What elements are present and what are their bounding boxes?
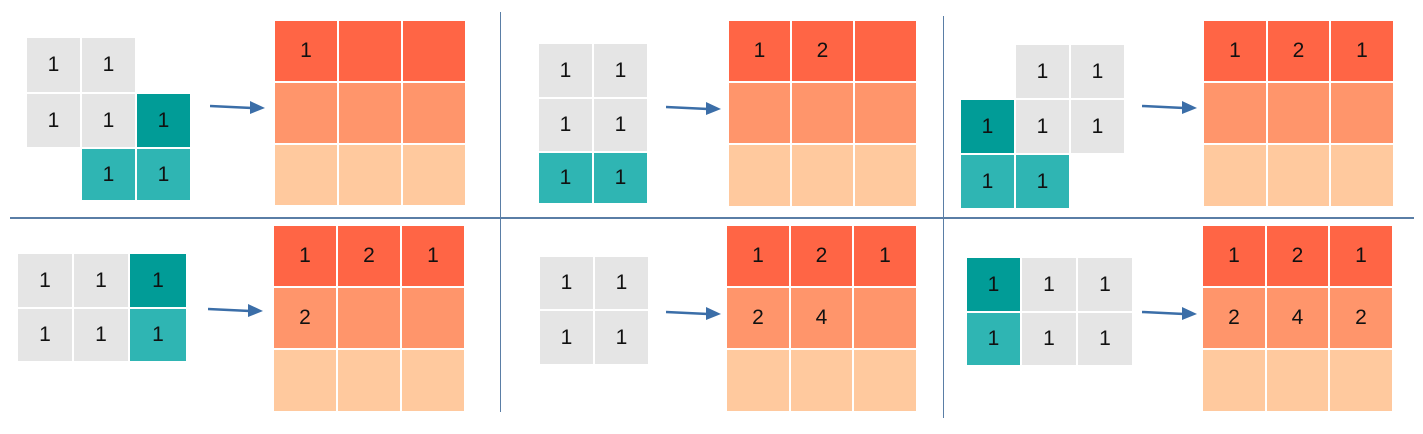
output-cell: 2 — [1329, 287, 1393, 349]
output-cell — [274, 82, 338, 144]
output-cell — [854, 82, 917, 144]
kernel-cell: 1 — [594, 310, 649, 365]
output-cell: 4 — [1266, 287, 1329, 349]
output-cell — [854, 144, 917, 207]
kernel-cell: 1 — [594, 256, 649, 310]
output-cell — [728, 144, 791, 207]
output-cell — [1203, 144, 1267, 207]
kernel-cell: 1 — [26, 37, 81, 93]
output-cell: 2 — [1267, 20, 1330, 82]
kernel-cell: 1 — [81, 93, 136, 148]
horizontal-divider — [10, 217, 1414, 219]
output-cell — [1266, 349, 1329, 412]
output-cell: 1 — [1330, 20, 1394, 82]
output-cell — [402, 82, 466, 144]
kernel-cell: 1 — [538, 98, 593, 152]
output-cell: 2 — [273, 287, 337, 349]
output-cell — [1330, 144, 1394, 207]
output-cell: 2 — [337, 225, 401, 287]
vertical-divider-left — [500, 12, 501, 412]
kernel-cell-teal: 1 — [966, 257, 1021, 312]
output-cell — [1329, 349, 1393, 412]
output-cell: 2 — [790, 225, 853, 287]
kernel-cell-teal: 1 — [538, 152, 593, 204]
kernel-cell: 1 — [1077, 257, 1133, 312]
output-cell — [338, 82, 402, 144]
kernel-cell-teal: 1 — [593, 152, 648, 204]
kernel-cell: 1 — [1015, 99, 1070, 154]
kernel-cell: 1 — [1077, 312, 1133, 366]
kernel-cell: 1 — [1015, 44, 1070, 99]
output-cell — [854, 20, 917, 82]
kernel-cell: 1 — [73, 308, 129, 362]
output-cell: 1 — [401, 225, 465, 287]
arrow-icon — [666, 102, 721, 115]
kernel-cell-teal: 1 — [966, 312, 1021, 366]
output-cell: 1 — [853, 225, 917, 287]
output-cell: 1 — [274, 20, 338, 82]
output-cell: 2 — [1266, 225, 1329, 287]
kernel-cell: 1 — [1070, 44, 1125, 99]
output-cell — [273, 349, 337, 412]
output-cell — [1267, 82, 1330, 144]
output-cell — [1267, 144, 1330, 207]
output-cell — [791, 144, 854, 207]
kernel-cell: 1 — [17, 308, 73, 362]
output-cell — [401, 287, 465, 349]
output-cell — [1203, 82, 1267, 144]
kernel-cell-teal: 1 — [960, 99, 1015, 154]
kernel-cell: 1 — [1070, 99, 1125, 154]
kernel-cell-teal: 1 — [136, 93, 191, 148]
arrow-icon — [210, 101, 265, 114]
arrow-icon — [666, 307, 721, 320]
kernel-cell: 1 — [593, 43, 648, 98]
output-cell — [337, 349, 401, 412]
output-cell: 1 — [728, 20, 791, 82]
output-cell: 1 — [1202, 225, 1266, 287]
vertical-divider-right — [943, 16, 944, 418]
output-cell: 1 — [1329, 225, 1393, 287]
kernel-cell: 1 — [539, 310, 594, 365]
kernel-cell: 1 — [81, 37, 136, 93]
output-cell: 1 — [1203, 20, 1267, 82]
kernel-cell: 1 — [1021, 257, 1077, 312]
output-cell — [338, 20, 402, 82]
kernel-cell-teal: 1 — [1015, 154, 1070, 209]
kernel-cell: 1 — [593, 98, 648, 152]
output-cell — [402, 20, 466, 82]
kernel-cell: 1 — [1021, 312, 1077, 366]
kernel-cell-teal: 1 — [81, 148, 136, 201]
output-cell — [402, 144, 466, 206]
output-cell: 2 — [1202, 287, 1266, 349]
arrow-icon — [1142, 101, 1197, 114]
output-cell — [853, 349, 917, 412]
arrow-icon — [1142, 307, 1197, 320]
output-cell: 2 — [726, 287, 790, 349]
output-cell — [790, 349, 853, 412]
output-cell — [1330, 82, 1394, 144]
kernel-cell: 1 — [538, 43, 593, 98]
output-cell: 2 — [791, 20, 854, 82]
output-cell — [274, 144, 338, 206]
kernel-cell-teal: 1 — [136, 148, 191, 201]
output-cell — [728, 82, 791, 144]
output-cell — [401, 349, 465, 412]
kernel-cell: 1 — [539, 256, 594, 310]
kernel-cell-teal: 1 — [960, 154, 1015, 209]
kernel-cell: 1 — [73, 253, 129, 308]
kernel-cell-teal: 1 — [129, 253, 187, 308]
kernel-cell-teal: 1 — [129, 308, 187, 362]
arrow-icon — [208, 304, 263, 317]
kernel-cell: 1 — [17, 253, 73, 308]
output-cell: 1 — [726, 225, 790, 287]
output-cell — [791, 82, 854, 144]
kernel-cell: 1 — [26, 93, 81, 148]
output-cell — [338, 144, 402, 206]
output-cell — [726, 349, 790, 412]
output-cell: 1 — [273, 225, 337, 287]
output-cell — [853, 287, 917, 349]
output-cell — [1202, 349, 1266, 412]
output-cell: 4 — [790, 287, 853, 349]
output-cell — [337, 287, 401, 349]
